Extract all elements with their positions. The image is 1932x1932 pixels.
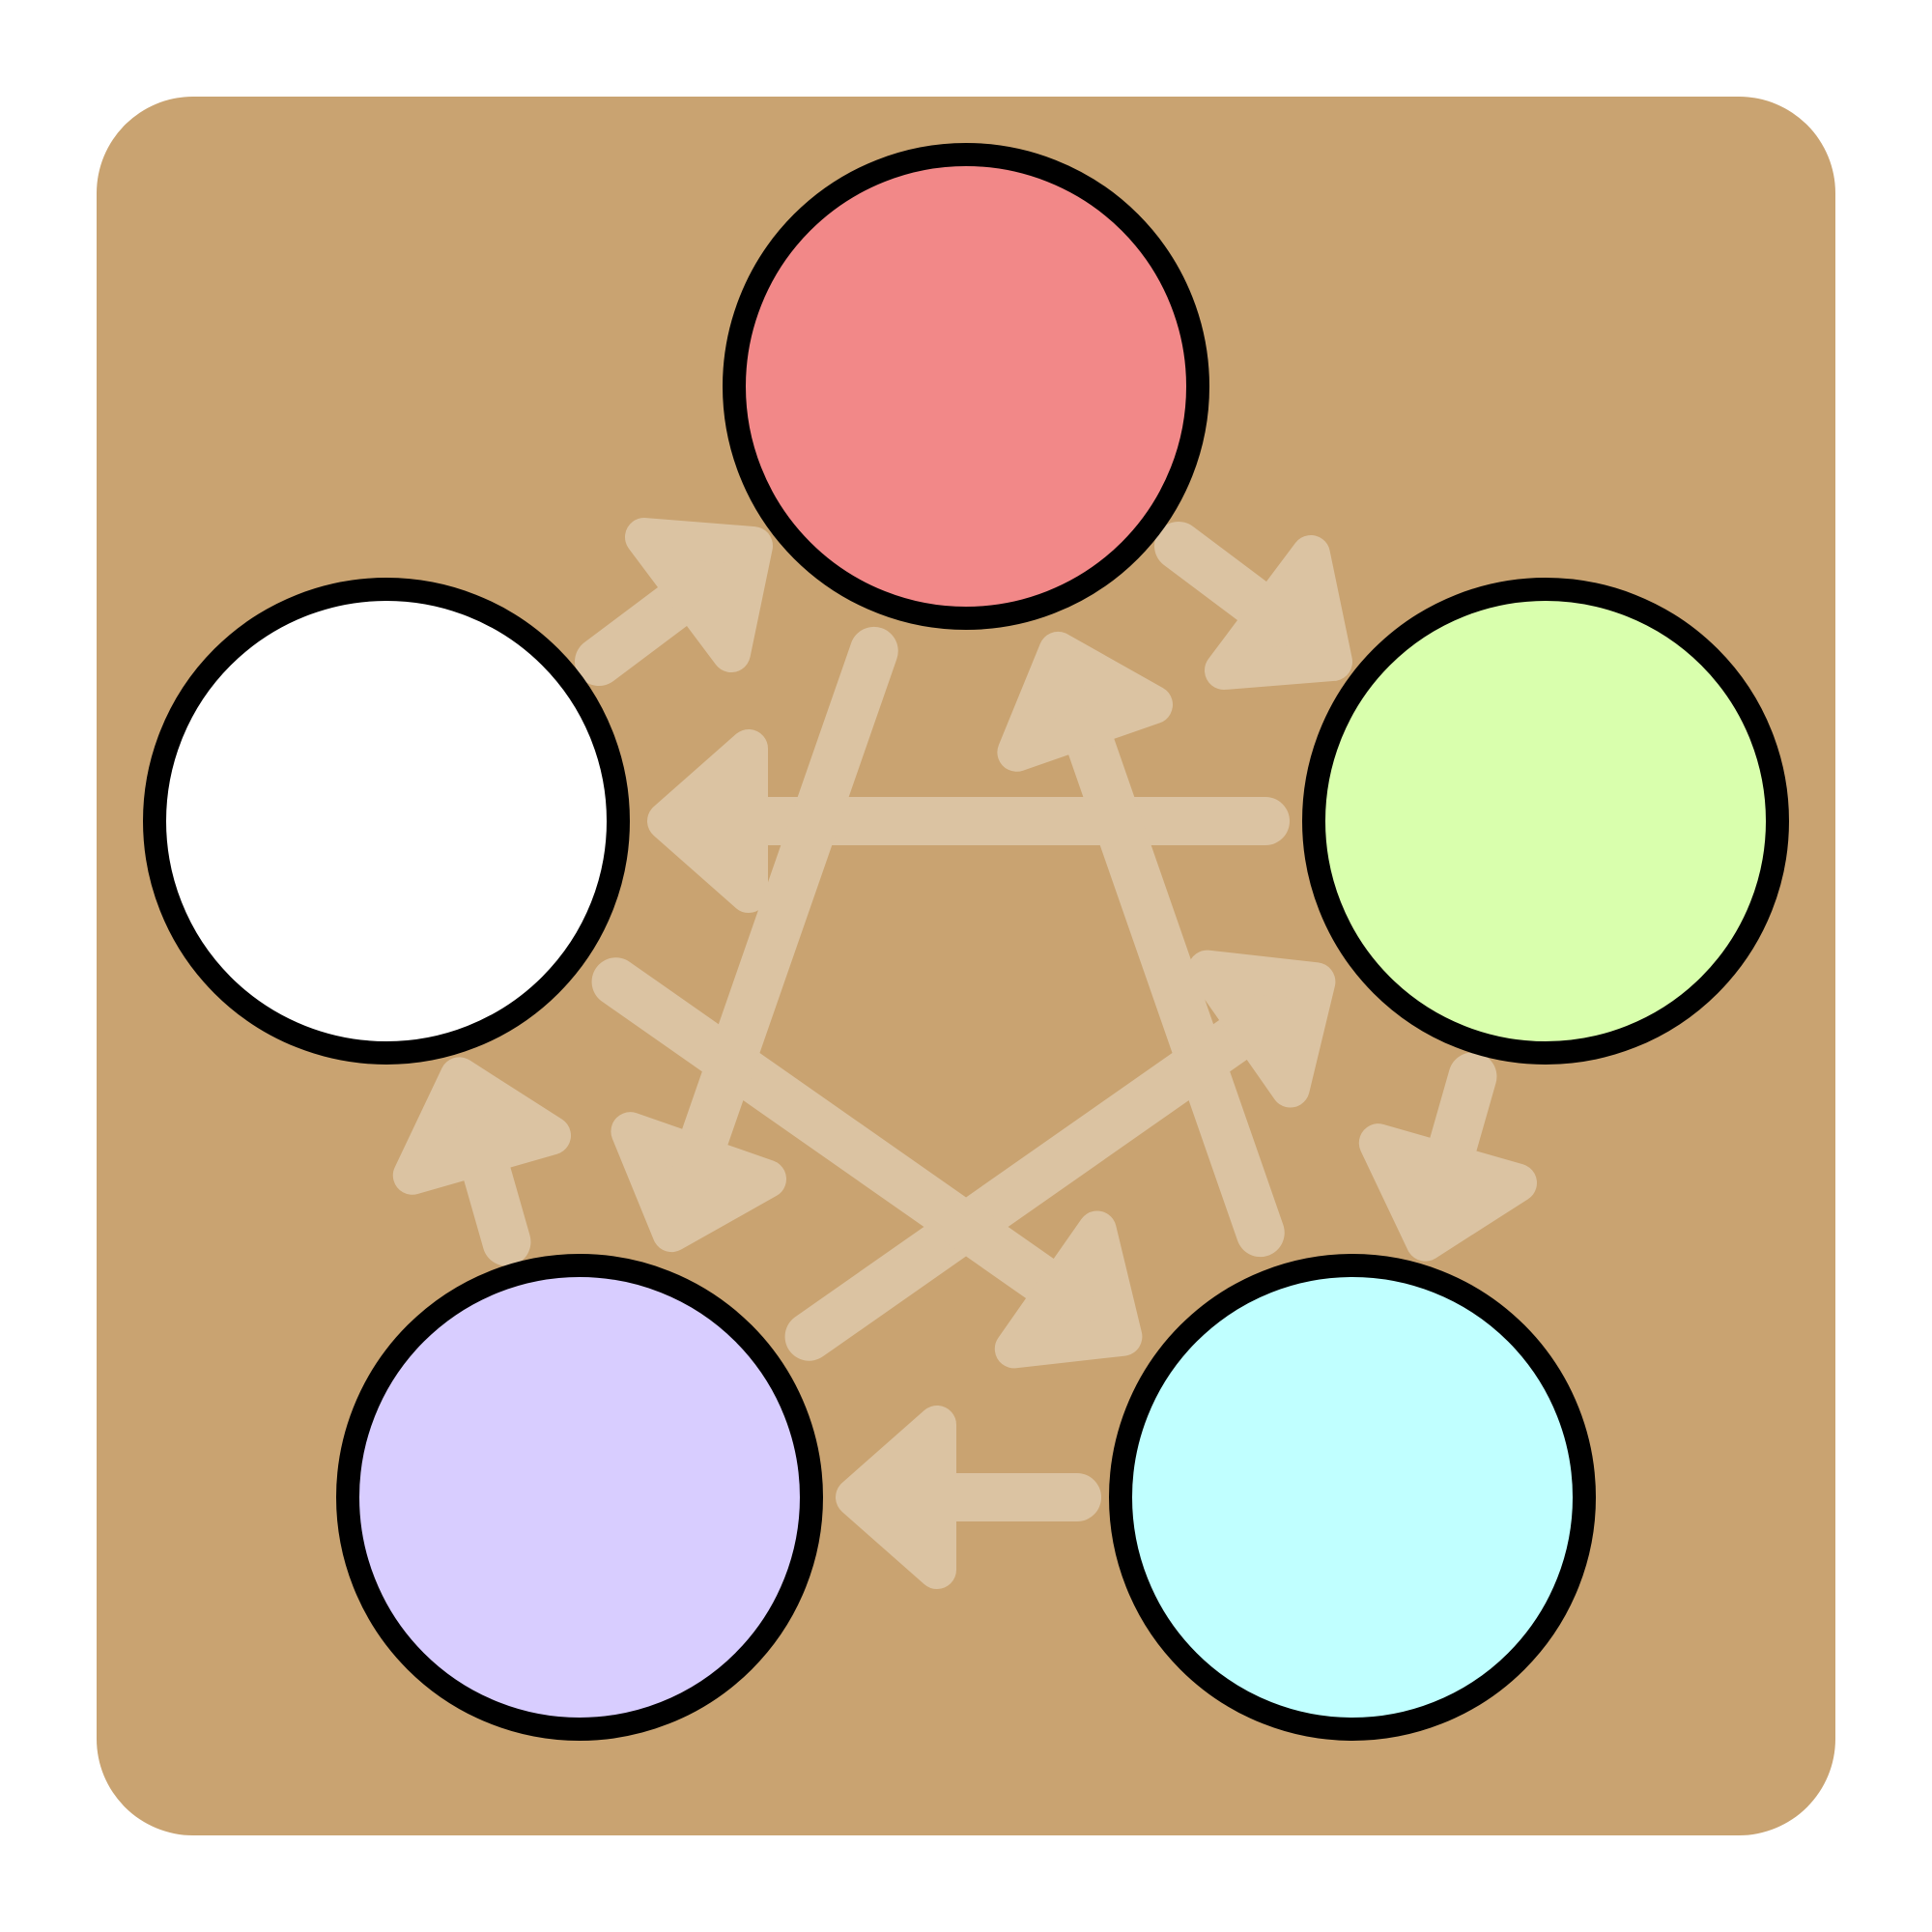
arrow-shaft bbox=[1059, 698, 1285, 1258]
arrow-left-to-bottom-right bbox=[591, 957, 1143, 1369]
node-bottom-left bbox=[336, 1254, 823, 1741]
arrow-right-to-bottom-right bbox=[1358, 1052, 1537, 1262]
arrowhead bbox=[994, 1210, 1143, 1369]
arrowhead bbox=[1187, 950, 1336, 1108]
arrow-shaft bbox=[672, 626, 898, 1185]
arrow-bottom-right-to-top bbox=[997, 631, 1285, 1258]
arrow-bottom-left-to-left bbox=[392, 1057, 571, 1266]
node-bottom-right bbox=[1109, 1254, 1596, 1741]
arrowhead bbox=[611, 1112, 786, 1253]
edges bbox=[392, 518, 1537, 1589]
arrowhead bbox=[625, 518, 773, 672]
nodes bbox=[143, 143, 1789, 1741]
arrowhead bbox=[997, 631, 1173, 772]
arrowhead bbox=[1205, 535, 1352, 690]
arrowhead bbox=[647, 729, 768, 913]
arrowhead bbox=[392, 1057, 571, 1195]
node-left bbox=[143, 578, 630, 1065]
node-top bbox=[723, 143, 1209, 630]
arrow-bottom-right-to-bottom-left bbox=[836, 1406, 1101, 1589]
arrow-top-to-bottom-left bbox=[611, 626, 898, 1253]
arrow-shaft bbox=[591, 957, 1085, 1318]
arrow-bottom-left-to-right bbox=[784, 950, 1336, 1361]
arrowhead bbox=[836, 1406, 956, 1589]
arrow-left-to-top bbox=[575, 518, 773, 686]
node-right bbox=[1302, 578, 1789, 1065]
arrowhead bbox=[1358, 1123, 1537, 1262]
arrow-top-to-right bbox=[1154, 522, 1352, 690]
arrow-shaft bbox=[784, 1001, 1278, 1361]
